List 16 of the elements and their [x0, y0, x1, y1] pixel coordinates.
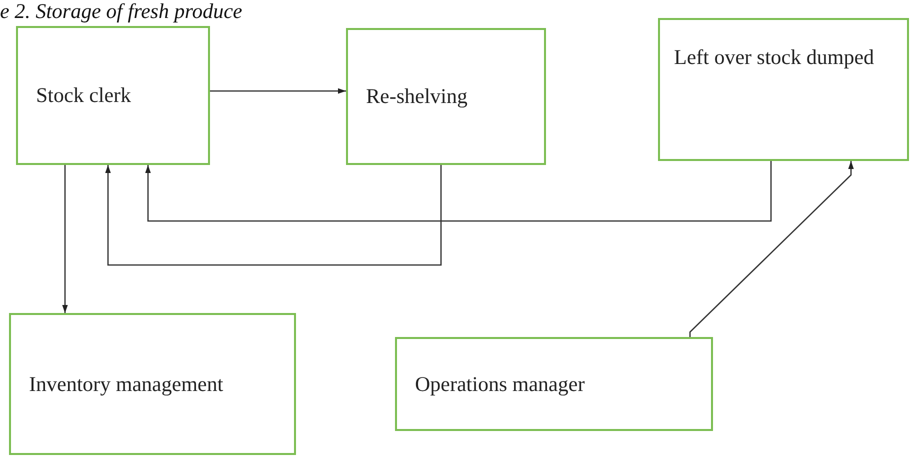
process-box: [16, 26, 210, 165]
arrow: [105, 165, 442, 266]
box-label: Stock clerk: [36, 82, 132, 109]
arrow: [210, 88, 346, 94]
process-box: [9, 313, 296, 455]
arrow: [62, 165, 68, 313]
process-box: [346, 28, 546, 165]
process-box: [395, 337, 713, 431]
arrow: [689, 161, 854, 337]
diagram-title: e 2. Storage of fresh produce: [0, 0, 242, 22]
box-label: Left over stock dumped: [674, 44, 876, 71]
box-label: Inventory management: [29, 370, 224, 398]
box-label: Re-shelving: [366, 83, 468, 110]
box-label: Operations manager: [415, 370, 586, 398]
arrow: [145, 161, 772, 222]
process-box: [658, 18, 909, 161]
